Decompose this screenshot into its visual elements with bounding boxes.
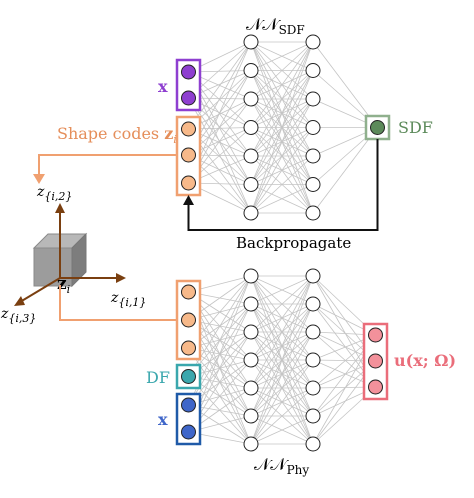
output-node-2 <box>368 353 383 369</box>
connection-line <box>250 275 314 417</box>
hidden-node <box>305 380 321 396</box>
latent-to-bottom-connector <box>59 285 177 321</box>
axis-up-head <box>55 203 65 213</box>
bottom-x-node-1 <box>181 397 196 413</box>
df-input-node <box>181 369 196 384</box>
output-label: u(x; Ω) <box>394 351 456 370</box>
connection-line <box>250 303 314 445</box>
latent-cube-side <box>71 232 87 288</box>
hidden-node <box>305 120 321 135</box>
top-network-title: 𝒩𝒩SDF <box>246 15 305 37</box>
axis-right-label: z{i,1} <box>110 290 146 309</box>
connection-line <box>250 155 314 214</box>
connection-line <box>250 275 314 361</box>
connection-line <box>250 331 314 445</box>
bottom-hidden-nodes <box>243 268 321 452</box>
shape-code-arrow-head <box>33 174 45 184</box>
hidden-node <box>243 63 259 78</box>
hidden-node <box>243 352 259 368</box>
top-x-node-2 <box>181 90 196 106</box>
shape-code-arrow <box>38 154 177 176</box>
connection-line <box>250 70 314 214</box>
hidden-node <box>243 296 259 312</box>
shape-codes-label: Shape codes zi <box>57 124 177 146</box>
top-x-label: x <box>158 77 168 96</box>
hidden-node <box>243 34 259 50</box>
axis-right-head <box>116 273 126 283</box>
connection-line <box>250 41 314 214</box>
connection-line <box>312 41 378 128</box>
hidden-node <box>305 34 321 50</box>
backprop-label: Backpropagate <box>236 234 351 252</box>
connection-line <box>250 41 314 71</box>
hidden-node <box>305 324 321 340</box>
connection-line <box>250 387 314 445</box>
bottom-x-node-2 <box>181 424 196 440</box>
axis-up-label: z{i,2} <box>36 184 72 203</box>
axis-left-head <box>14 296 25 306</box>
hidden-node <box>243 268 259 284</box>
hidden-node <box>243 148 259 164</box>
hidden-node <box>305 408 321 424</box>
hidden-node <box>305 268 321 284</box>
connection-line <box>250 41 314 100</box>
axis-left-label: z{i,3} <box>0 306 36 325</box>
hidden-node <box>305 205 321 221</box>
hidden-node <box>243 120 259 135</box>
hidden-node <box>305 91 321 107</box>
connection-line <box>188 41 252 130</box>
hidden-node <box>305 436 321 452</box>
bottom-shape-node-1 <box>181 284 196 300</box>
hidden-node <box>243 324 259 340</box>
bottom-shape-node-3 <box>181 340 196 356</box>
connection-line <box>250 184 314 214</box>
backprop-arrow <box>187 139 379 231</box>
output-node-1 <box>368 327 383 343</box>
connection-line <box>250 275 314 333</box>
connection-line <box>250 41 314 128</box>
latent-cube-front <box>33 247 73 287</box>
hidden-node <box>243 436 259 452</box>
top-shape-node-2 <box>181 147 196 163</box>
df-label: DF <box>146 368 170 387</box>
bottom-x-label: x <box>158 410 168 429</box>
connection-line <box>250 415 314 445</box>
connection-line <box>312 127 378 214</box>
connection-line <box>250 127 314 214</box>
hidden-node <box>305 177 321 192</box>
connection-line <box>250 359 314 445</box>
hidden-node <box>243 205 259 221</box>
connection-line <box>250 275 314 445</box>
hidden-node <box>243 380 259 396</box>
sdf-output-node <box>370 120 385 135</box>
top-hidden-nodes <box>243 34 321 221</box>
top-shape-node-3 <box>181 175 196 191</box>
sdf-output-label: SDF <box>398 118 433 137</box>
connection-line <box>250 41 314 185</box>
axis-left-line <box>19 277 61 303</box>
connection-line <box>250 275 314 305</box>
backprop-arrow-head <box>183 195 194 205</box>
top-x-node-1 <box>181 64 196 80</box>
connection-line <box>250 41 314 157</box>
hidden-node <box>243 91 259 107</box>
output-node-3 <box>368 379 383 395</box>
connection-line <box>250 275 314 389</box>
top-network-connections <box>188 41 378 214</box>
bottom-shape-node-2 <box>181 312 196 328</box>
connection-line <box>250 98 314 214</box>
hidden-node <box>305 352 321 368</box>
latent-center-label: zi <box>57 274 70 296</box>
bottom-network-title: 𝒩𝒩Phy <box>254 455 309 477</box>
top-shape-node-1 <box>181 121 196 137</box>
hidden-node <box>305 148 321 164</box>
hidden-node <box>305 296 321 312</box>
bottom-network-connections <box>188 275 376 445</box>
hidden-node <box>243 177 259 192</box>
hidden-node <box>243 408 259 424</box>
hidden-node <box>305 63 321 78</box>
